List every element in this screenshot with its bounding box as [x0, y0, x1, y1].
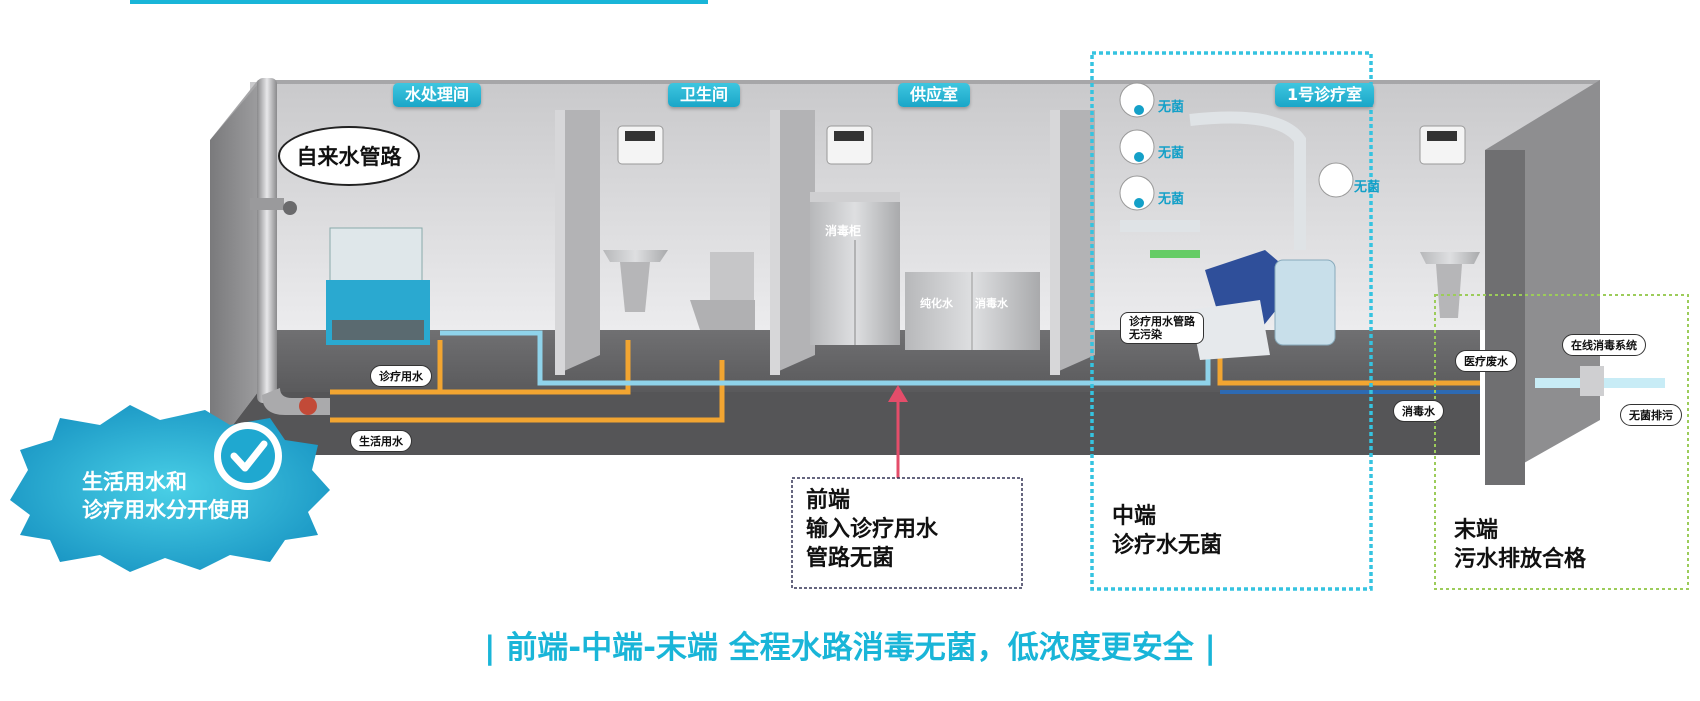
front-arrow — [888, 385, 908, 478]
partition-walls — [555, 110, 1095, 375]
disinfection-cabinet — [810, 192, 900, 345]
front-callout-line1: 前端 — [806, 488, 851, 513]
middle-callout-line1: 中端 — [1112, 504, 1157, 529]
badge-line1: 生活用水和 — [82, 470, 187, 494]
middle-frame — [1090, 51, 1373, 591]
room-tag-restroom: 卫生间 — [668, 83, 741, 107]
wall-dispensers — [617, 125, 1466, 165]
disinfectant-water-label: 消毒水 — [1393, 400, 1444, 422]
separate-use-badge-text: 生活用水和 诊疗用水分开使用 — [82, 468, 250, 524]
front-callout-line2: 输入诊疗用水 — [806, 517, 939, 542]
medical-waste-water-label: 医疗废水 — [1455, 350, 1517, 372]
disinfection-water-label: 消毒水 — [975, 297, 1008, 310]
domestic-water-pipes — [330, 340, 1480, 423]
disinfection-cabinet-label: 消毒柜 — [825, 224, 862, 238]
sterile-tag: 无菌 — [1158, 146, 1185, 161]
tap-water-pipe — [250, 78, 330, 415]
end-frame — [1434, 294, 1689, 590]
top-title-remnant — [130, 0, 708, 4]
clinic-pipe-clean-label: 诊疗用水管路 无污染 — [1120, 312, 1204, 344]
sterile-icons — [1119, 82, 1354, 211]
middle-callout-line2: 诊疗水无菌 — [1112, 533, 1223, 558]
right-room-sink — [1420, 252, 1480, 318]
right-wall-face — [1485, 150, 1525, 485]
floor-front — [210, 392, 1480, 455]
tagline: | 前端-中端-末端 全程水路消毒无菌，低浓度更安全 | — [484, 630, 1216, 666]
front-frame — [791, 477, 1023, 589]
domestic-water-label: 生活用水 — [350, 430, 412, 452]
room-tag-supply-room: 供应室 — [898, 83, 971, 107]
badge-line2: 诊疗用水分开使用 — [82, 498, 250, 522]
room-tag-clinic-1: 1号诊疗室 — [1275, 83, 1375, 107]
online-disinfection-label: 在线消毒系统 — [1562, 334, 1646, 356]
disinfect-unit — [1580, 366, 1604, 396]
sterile-tag: 无菌 — [1354, 180, 1381, 195]
separate-use-badge — [10, 405, 330, 572]
water-treatment-unit — [326, 227, 430, 345]
clinical-water-label: 诊疗用水 — [370, 365, 432, 387]
restroom-fixtures — [603, 250, 755, 330]
dental-chair — [1120, 111, 1336, 360]
clinic-pipe-clean-line2: 无污染 — [1129, 328, 1162, 341]
left-wall — [210, 84, 258, 455]
tap-water-pipe-label: 自来水管路 — [278, 126, 420, 186]
purified-water-label: 纯化水 — [920, 297, 953, 310]
sterile-tag: 无菌 — [1158, 192, 1185, 207]
clinic-pipe-clean-line1: 诊疗用水管路 — [1129, 315, 1195, 328]
room-tag-water-treatment: 水处理间 — [393, 83, 482, 107]
middle-callout: 中端 诊疗水无菌 — [1112, 502, 1222, 560]
sterile-discharge-label: 无菌排污 — [1620, 404, 1682, 426]
front-callout-line3: 管路无菌 — [806, 546, 895, 571]
clinical-water-pipes — [440, 330, 1211, 386]
end-callout-line1: 末端 — [1454, 518, 1499, 543]
front-callout: 前端 输入诊疗用水 管路无菌 — [806, 486, 938, 573]
end-callout-line2: 污水排放合格 — [1454, 547, 1587, 572]
sterile-tag: 无菌 — [1158, 100, 1185, 115]
end-callout: 末端 污水排放合格 — [1454, 516, 1586, 574]
double-sink — [905, 272, 1040, 350]
